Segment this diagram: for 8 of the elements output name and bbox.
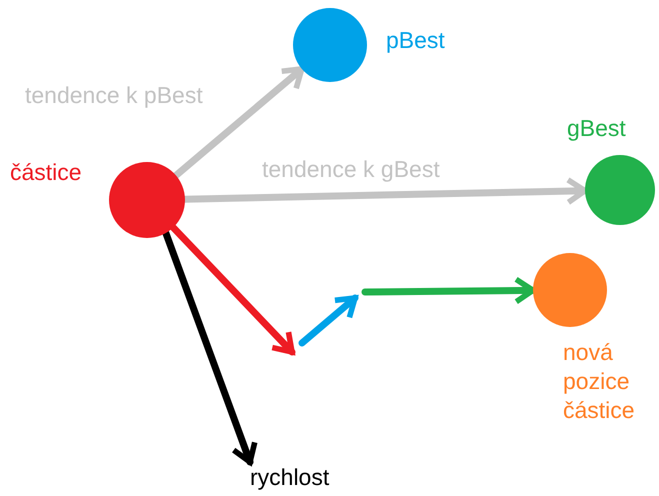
node-caption: pBest: [386, 26, 446, 55]
node-caption: gBest: [567, 114, 627, 143]
arrow: [172, 65, 306, 179]
arrow: [162, 230, 258, 466]
node-caption: částice: [10, 158, 83, 187]
node-caption: nová pozice částice: [563, 338, 636, 424]
arrow: [170, 224, 296, 356]
node-text: rychlost: [250, 462, 330, 492]
